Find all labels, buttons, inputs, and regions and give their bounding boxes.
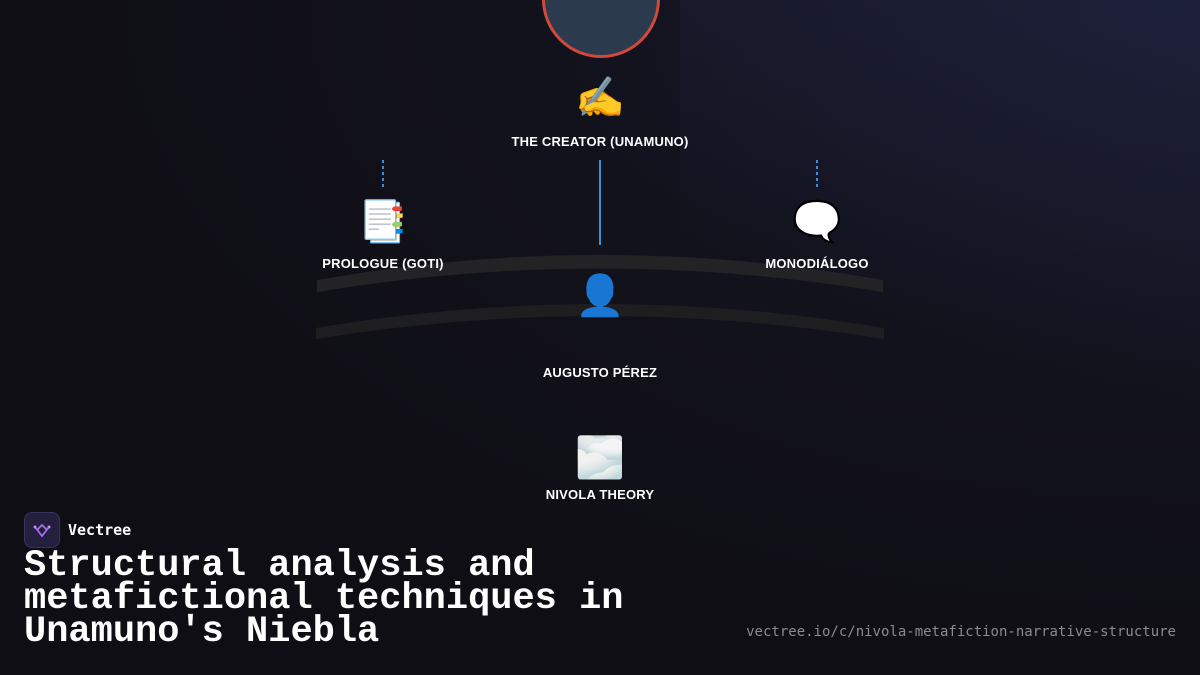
speech-bubble-icon: 🗨️: [792, 199, 842, 245]
brand-name: Vectree: [68, 521, 132, 539]
fog-icon: 🌫️: [575, 435, 625, 481]
prologue-label: PROLOGUE (GOTI): [322, 256, 444, 271]
creator-label: THE CREATOR (UNAMUNO): [511, 134, 689, 149]
vectree-logo-icon: [24, 512, 60, 548]
monodialogo-label: MONODIÁLOGO: [765, 256, 869, 271]
person-silhouette-icon: 👤: [575, 273, 625, 319]
writing-hand-icon: ✍️: [575, 75, 625, 121]
page-url[interactable]: vectree.io/c/nivola-metafiction-narrativ…: [746, 624, 1176, 640]
arc-band-lower: [316, 304, 884, 339]
brand[interactable]: Vectree: [24, 512, 131, 548]
nivola-label: NIVOLA THEORY: [545, 487, 655, 502]
augusto-label: AUGUSTO PÉREZ: [542, 365, 658, 380]
bookmark-tabs-icon: 📑: [358, 199, 408, 245]
page-title: Structural analysis and metafictional te…: [24, 545, 624, 653]
arc-band-upper: [317, 255, 883, 292]
